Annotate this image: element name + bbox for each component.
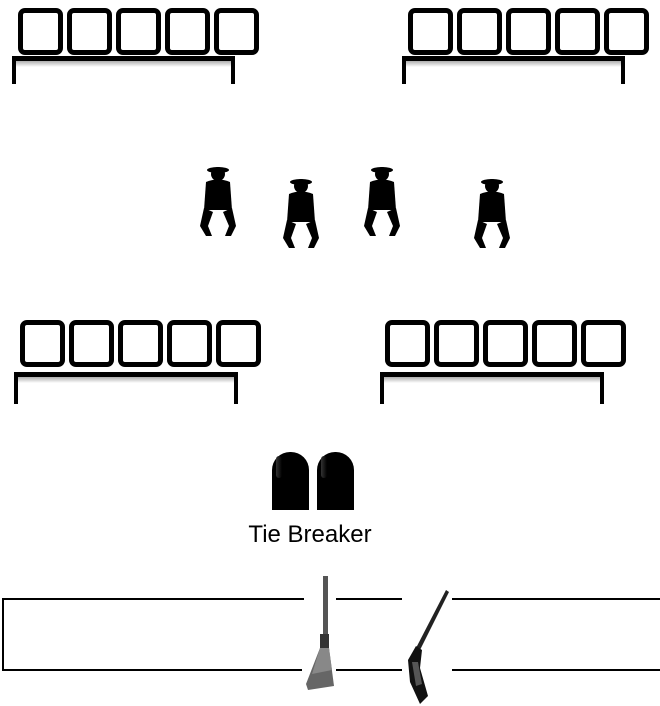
- score-boxes-bottom-left: [20, 320, 265, 367]
- score-box: [18, 8, 63, 55]
- score-box: [167, 320, 212, 367]
- station-bottom-left: [14, 320, 261, 405]
- score-box: [216, 320, 261, 367]
- score-boxes-bottom-right: [385, 320, 630, 367]
- station-top-right: [402, 8, 649, 88]
- score-box: [214, 8, 259, 55]
- station-bottom-right: [380, 320, 626, 405]
- score-box: [506, 8, 551, 55]
- bench-top-left: [12, 56, 235, 84]
- score-box: [20, 320, 65, 367]
- bench-bottom-left: [14, 372, 238, 404]
- score-box: [385, 320, 430, 367]
- shooter-figure-icon: [283, 179, 319, 248]
- score-box: [116, 8, 161, 55]
- score-box: [532, 320, 577, 367]
- shell-icon: [272, 452, 309, 510]
- shell-icon: [317, 452, 354, 510]
- bench-top-right: [402, 56, 625, 84]
- score-box: [555, 8, 600, 55]
- shotgun-upright-icon: [306, 576, 334, 690]
- score-box: [165, 8, 210, 55]
- score-box: [118, 320, 163, 367]
- score-box: [457, 8, 502, 55]
- score-box: [408, 8, 453, 55]
- score-box: [434, 320, 479, 367]
- score-box: [69, 320, 114, 367]
- score-box: [604, 8, 649, 55]
- tie-breaker-label: Tie Breaker: [248, 521, 372, 548]
- station-top-left: [12, 8, 259, 88]
- shooter-figure-icon: [474, 179, 510, 248]
- score-box: [483, 320, 528, 367]
- shotgun-angled-icon: [408, 590, 449, 704]
- score-boxes-top-left: [18, 8, 263, 55]
- bench-bottom-right: [380, 372, 604, 404]
- score-boxes-top-right: [408, 8, 653, 55]
- score-box: [581, 320, 626, 367]
- score-box: [67, 8, 112, 55]
- shooter-figure-icon: [200, 167, 236, 236]
- shooter-figure-icon: [364, 167, 400, 236]
